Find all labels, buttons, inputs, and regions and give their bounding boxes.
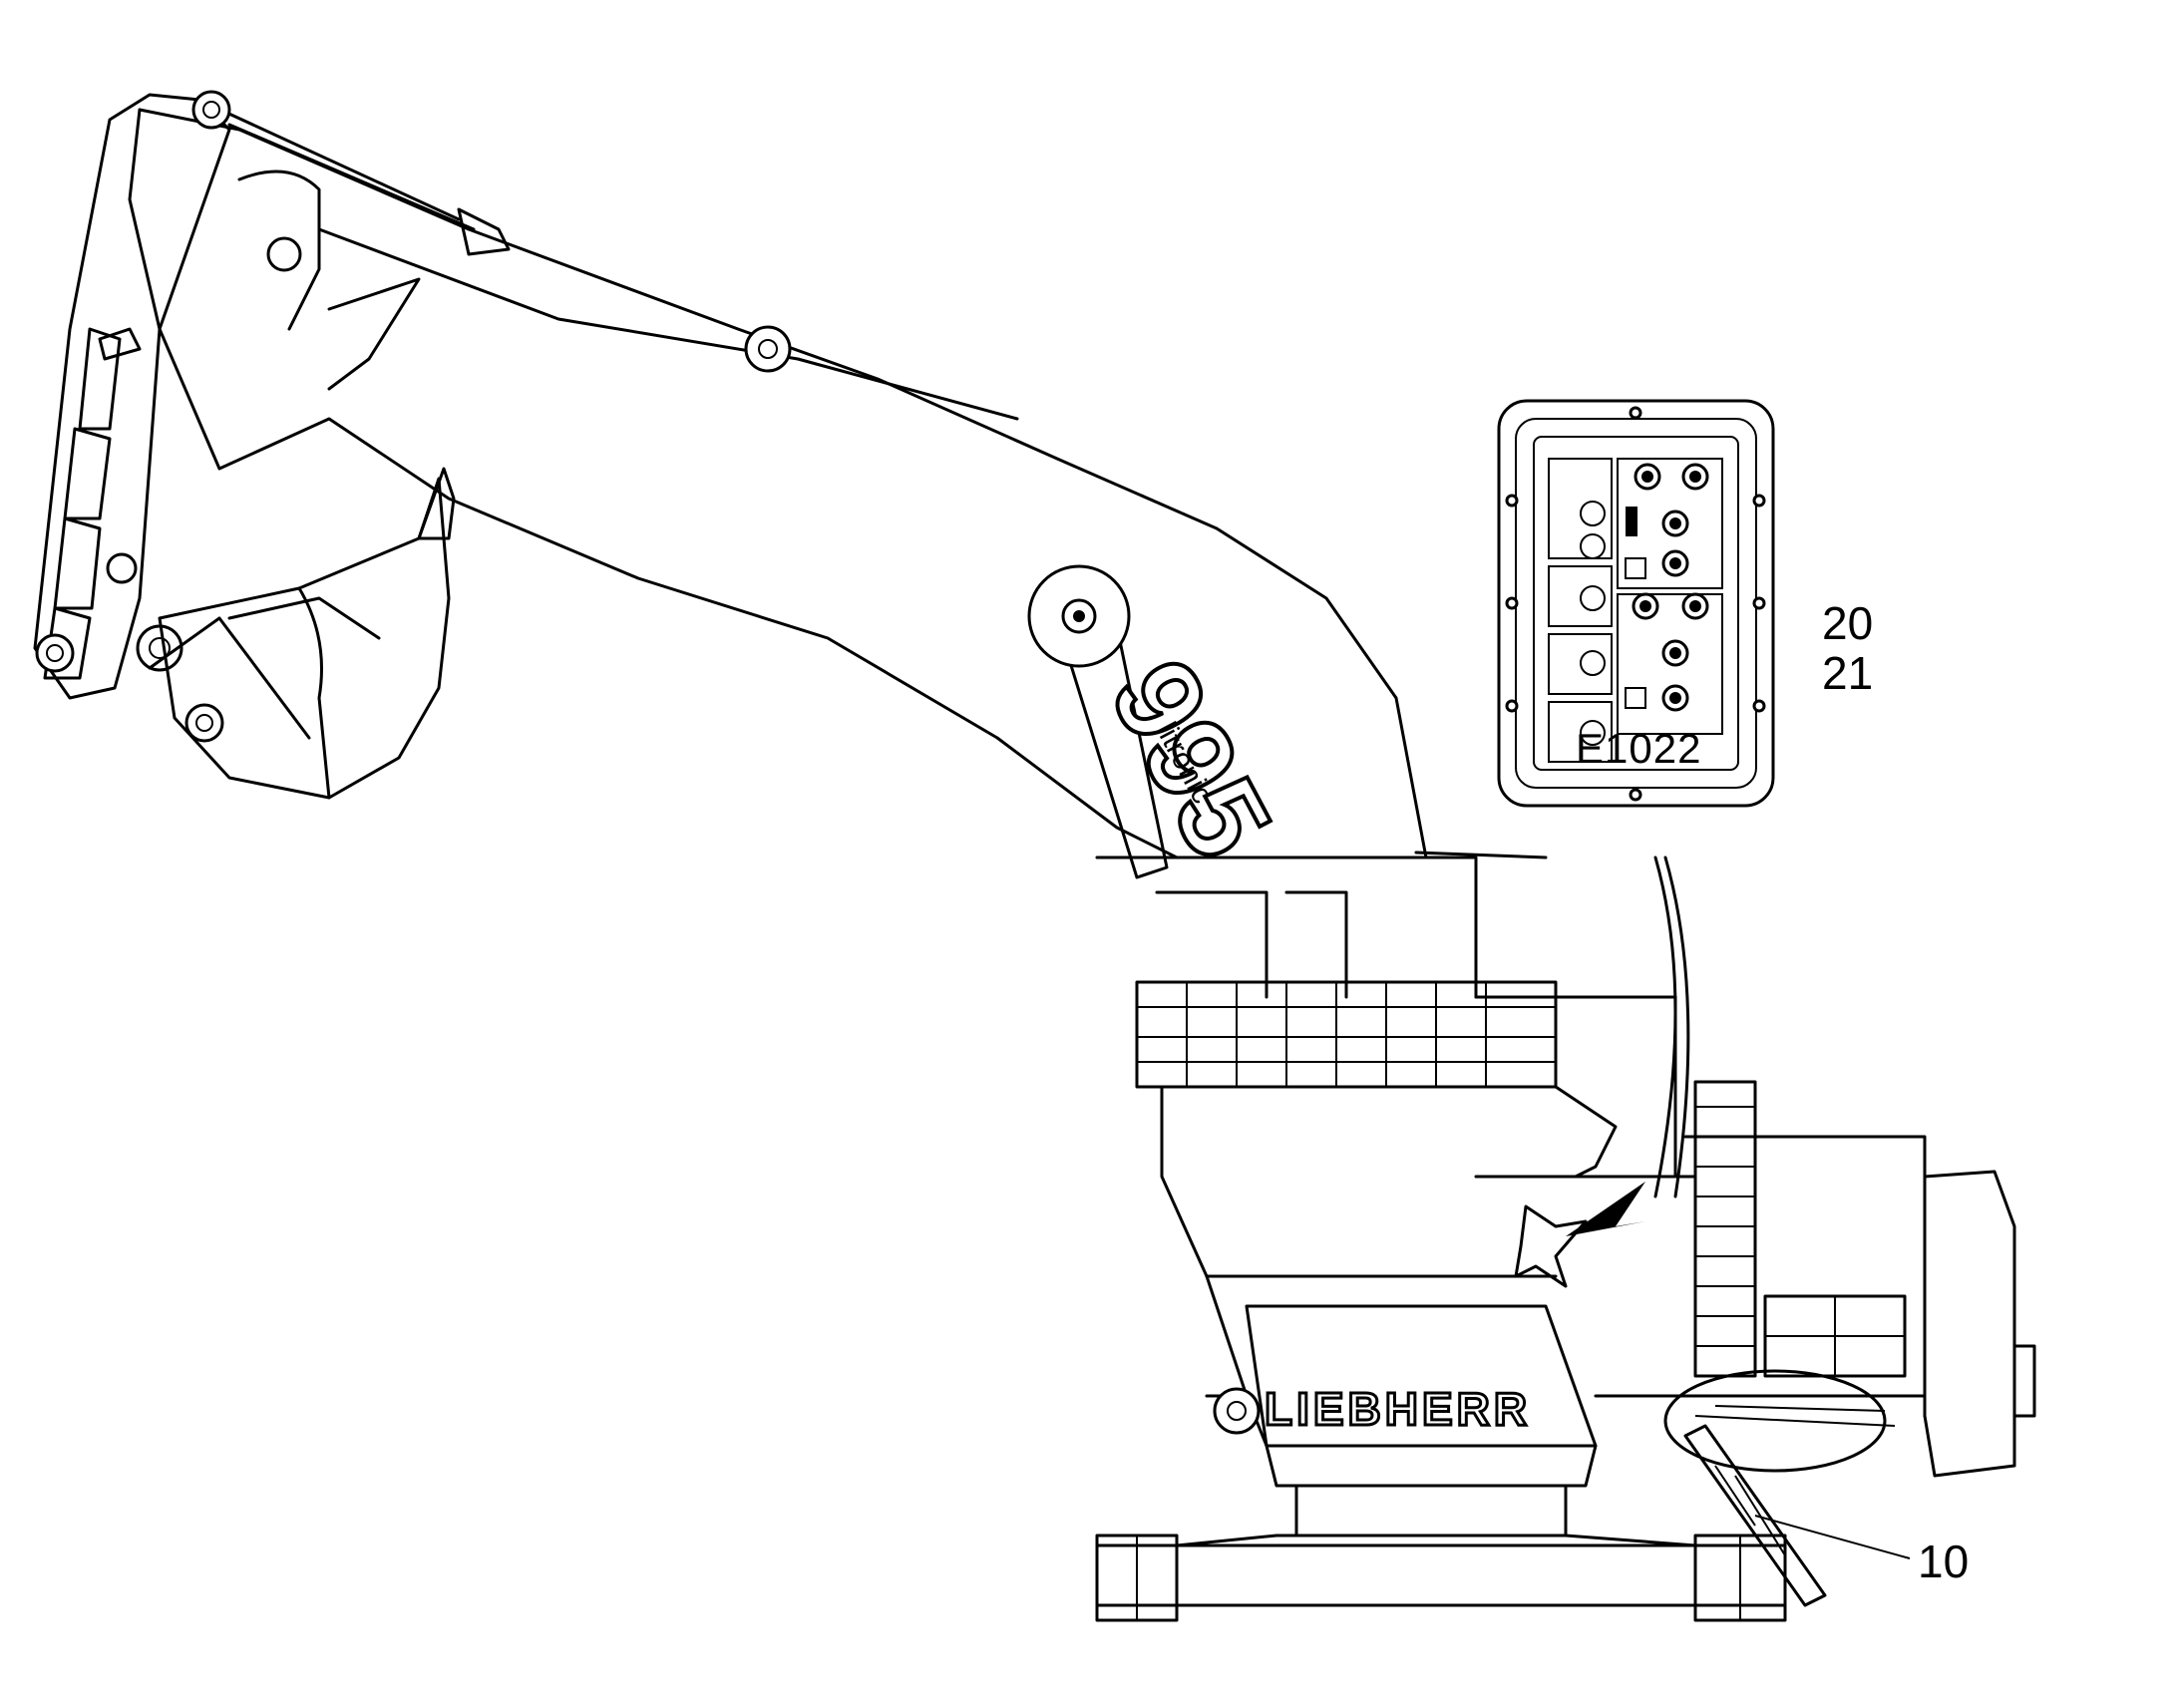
callout-21: 21	[1822, 647, 1874, 699]
access-ladder	[1663, 1369, 1896, 1607]
stick-arm	[33, 90, 231, 743]
undercarriage	[1095, 1534, 1787, 1622]
callout-10-leader	[1754, 1515, 1911, 1559]
brand-label: LIEBHERR	[1263, 1383, 1532, 1435]
decal-code: E1022	[1576, 725, 1702, 772]
decal-panel	[1497, 399, 1775, 808]
callout-10: 10	[1918, 1536, 1970, 1587]
uppercarriage	[1095, 851, 2036, 1537]
callout-20: 20	[1822, 597, 1874, 649]
boom-cylinder	[1027, 564, 1169, 879]
boom	[128, 103, 1428, 859]
bucket	[148, 467, 456, 800]
